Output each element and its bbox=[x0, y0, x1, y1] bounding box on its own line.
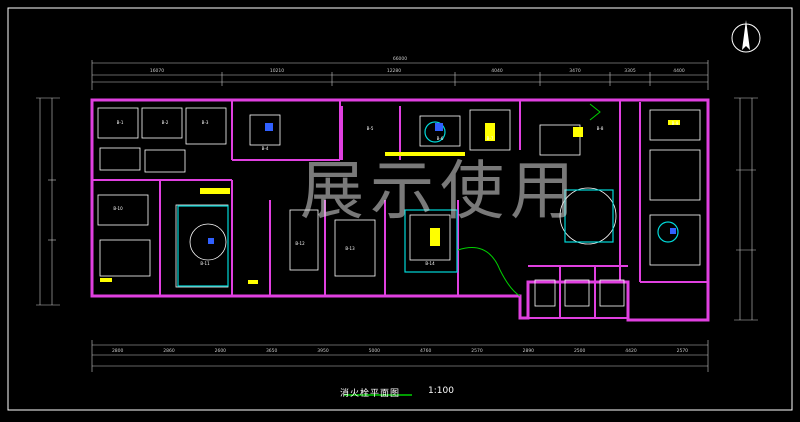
interior-walls bbox=[92, 100, 708, 319]
watermark-text: 展示使用 bbox=[300, 155, 580, 229]
green-accents bbox=[344, 103, 601, 396]
room-tag: B-14 bbox=[425, 261, 435, 266]
room-tag: B-4 bbox=[262, 146, 269, 151]
bottom-dimension-label: 4420 bbox=[625, 348, 637, 354]
bottom-dimension-label: 3950 bbox=[317, 348, 329, 354]
right-dimension-lines bbox=[734, 97, 758, 321]
top-dimension-label: 12280 bbox=[387, 68, 401, 74]
top-dimension-lines bbox=[91, 60, 709, 90]
top-dimension-label: 66000 bbox=[393, 56, 407, 62]
top-dimension-label: 10210 bbox=[270, 68, 284, 74]
top-dimension-label: 3305 bbox=[624, 68, 636, 74]
top-dimension-label: 4400 bbox=[673, 68, 685, 74]
bottom-dimension-label: 4760 bbox=[420, 348, 432, 354]
room-tag: B-7 bbox=[487, 136, 494, 141]
room-tag: B-10 bbox=[113, 206, 123, 211]
bottom-dimension-lines bbox=[91, 340, 709, 372]
room-tag: B-5 bbox=[367, 126, 374, 131]
drawing-scale: 1:100 bbox=[428, 386, 454, 396]
bottom-dimension-label: 2570 bbox=[471, 348, 483, 354]
cyan-accents bbox=[177, 121, 679, 287]
drawing-title: 消火栓平面图 bbox=[340, 389, 401, 399]
room-tag: B-6 bbox=[437, 136, 444, 141]
top-dimension-label: 16070 bbox=[150, 68, 164, 74]
room-tag: B-8 bbox=[597, 126, 604, 131]
bottom-dimension-label: 2600 bbox=[215, 348, 227, 354]
bottom-dimension-label: 3650 bbox=[266, 348, 278, 354]
furniture bbox=[97, 107, 701, 307]
room-tag: B-12 bbox=[295, 241, 305, 246]
room-tag: B-11 bbox=[200, 261, 210, 266]
room-tag: B-2 bbox=[162, 120, 169, 125]
room-tag: B-9 bbox=[672, 121, 679, 126]
room-tag: B-1 bbox=[117, 120, 124, 125]
exterior-walls bbox=[90, 98, 710, 322]
bottom-dimension-label: 2500 bbox=[574, 348, 586, 354]
bottom-dimension-label: 2570 bbox=[677, 348, 689, 354]
bottom-dimension-label: 2800 bbox=[112, 348, 124, 354]
bottom-dimension-label: 2860 bbox=[163, 348, 175, 354]
bottom-dimension-label: 5000 bbox=[369, 348, 381, 354]
yellow-accents bbox=[100, 120, 680, 284]
drawing-frame bbox=[7, 7, 793, 411]
top-dimension-label: 4040 bbox=[491, 68, 503, 74]
room-tag: B-3 bbox=[202, 120, 209, 125]
top-dimension-label: 3470 bbox=[569, 68, 581, 74]
room-tag: B-13 bbox=[345, 246, 355, 251]
bottom-dimension-label: 2890 bbox=[523, 348, 535, 354]
blue-accents bbox=[208, 123, 676, 244]
left-dimension-lines bbox=[36, 97, 60, 306]
north-arrow-icon bbox=[731, 20, 761, 53]
